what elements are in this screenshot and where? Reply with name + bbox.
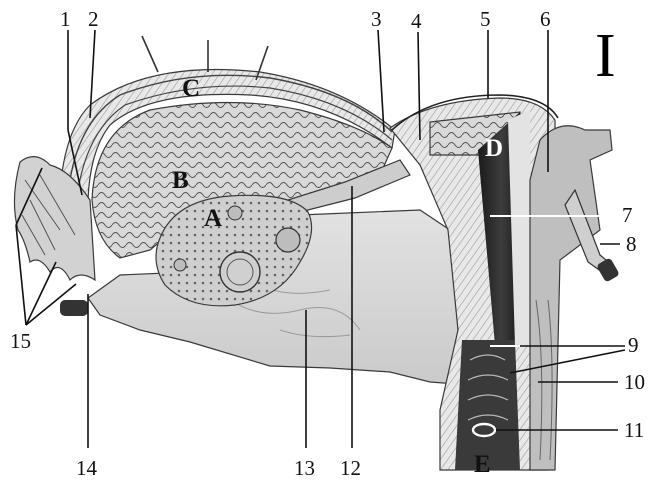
label-4: 4 — [411, 9, 422, 33]
label-15: 15 — [10, 329, 31, 353]
label-9: 9 — [628, 333, 639, 357]
label-B: B — [172, 167, 189, 194]
label-A: A — [204, 205, 222, 232]
label-7: 7 — [622, 203, 633, 227]
label-5: 5 — [480, 7, 491, 31]
label-3: 3 — [371, 7, 382, 31]
label-6: 6 — [540, 7, 551, 31]
plate-numeral: I — [595, 22, 616, 90]
vaginal-wall — [530, 126, 612, 470]
label-2: 2 — [88, 7, 99, 31]
label-D: D — [485, 135, 503, 162]
label-10: 10 — [624, 370, 645, 394]
label-13: 13 — [294, 456, 315, 480]
label-1: 1 — [60, 7, 71, 31]
label-14: 14 — [76, 456, 98, 480]
label-8: 8 — [626, 232, 637, 256]
label-E: E — [474, 451, 491, 478]
label-11: 11 — [624, 418, 644, 442]
label-C: C — [182, 75, 200, 102]
label-12: 12 — [340, 456, 361, 480]
